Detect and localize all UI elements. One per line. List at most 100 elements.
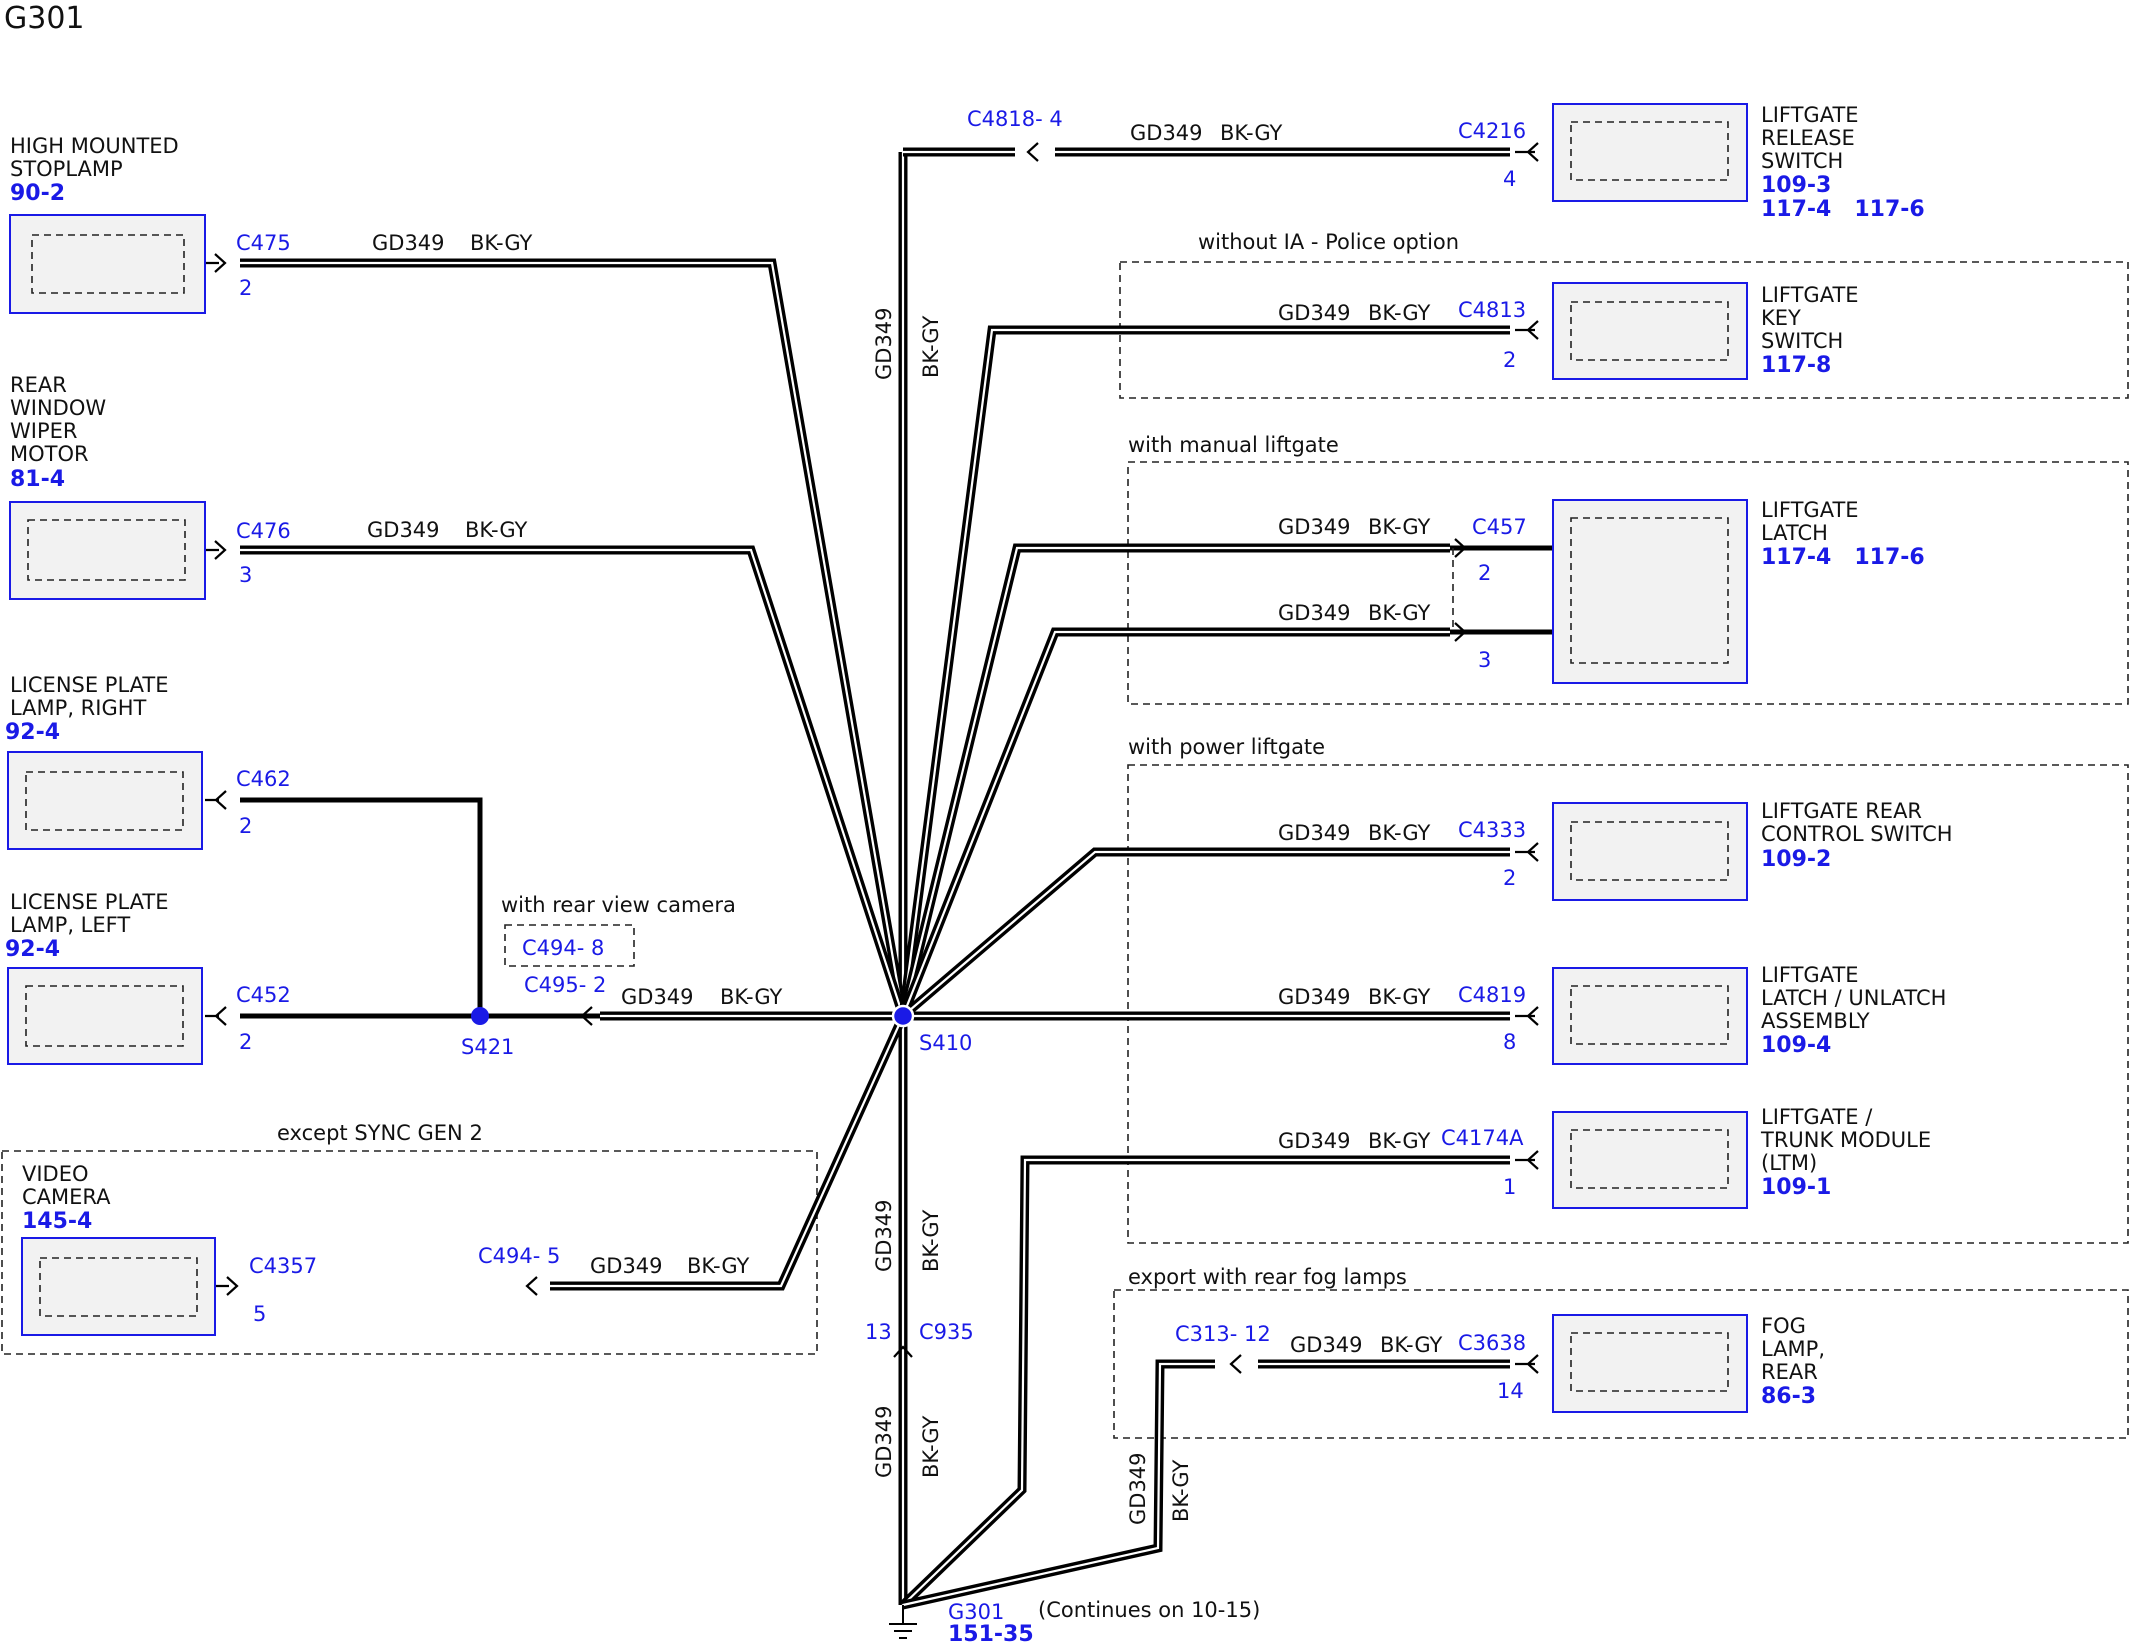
ground-ref: 151-35 <box>948 1622 1034 1642</box>
svg-text:BK-GY: BK-GY <box>919 1415 943 1478</box>
connector-c457: C457 <box>1472 515 1527 539</box>
option-box-except-sync <box>1 1150 818 1355</box>
connector-c494-8: C494- 8 <box>522 936 604 960</box>
svg-text:BK-GY: BK-GY <box>1220 121 1283 145</box>
option-box-export-fog <box>1113 1289 2129 1439</box>
pin-c4819: 8 <box>1503 1030 1516 1054</box>
svg-text:GD349: GD349 <box>872 307 896 380</box>
svg-text:81-4: 81-4 <box>10 467 65 492</box>
svg-text:LIFTGATE: LIFTGATE <box>1761 963 1859 987</box>
svg-text:(LTM): (LTM) <box>1761 1151 1817 1175</box>
svg-text:86-3: 86-3 <box>1761 1384 1816 1409</box>
component-liftgate-trunk-module: LIFTGATE / TRUNK MODULE (LTM) 109-1 <box>1552 1105 1931 1209</box>
svg-text:LAMP, LEFT: LAMP, LEFT <box>10 913 130 937</box>
svg-text:REAR: REAR <box>10 373 67 397</box>
svg-text:117-8: 117-8 <box>1761 353 1831 378</box>
pin-c452: 2 <box>239 1030 252 1054</box>
svg-text:GD349: GD349 <box>1278 601 1351 625</box>
pin-c457-a: 2 <box>1478 561 1491 585</box>
svg-text:BK-GY: BK-GY <box>1368 301 1431 325</box>
svg-text:RELEASE: RELEASE <box>1761 126 1855 150</box>
connector-c4333: C4333 <box>1458 818 1526 842</box>
pin-c476: 3 <box>239 563 252 587</box>
svg-text:WINDOW: WINDOW <box>10 396 106 420</box>
option-label-manual-liftgate: with manual liftgate <box>1128 433 1339 457</box>
connector-c3638: C3638 <box>1458 1331 1526 1355</box>
svg-text:LIFTGATE: LIFTGATE <box>1761 103 1859 127</box>
svg-text:GD349: GD349 <box>590 1254 663 1278</box>
connector-c4357: C4357 <box>249 1254 317 1278</box>
svg-text:LATCH / UNLATCH: LATCH / UNLATCH <box>1761 986 1946 1010</box>
svg-text:BK-GY: BK-GY <box>1169 1459 1193 1522</box>
svg-text:LATCH: LATCH <box>1761 521 1828 545</box>
connector-c476: C476 <box>236 519 291 543</box>
component-rear-window-wiper-motor: REAR WINDOW WIPER MOTOR 81-4 <box>9 373 206 600</box>
option-label-power-liftgate: with power liftgate <box>1128 735 1325 759</box>
pin-c3638: 14 <box>1497 1379 1524 1403</box>
svg-text:GD349: GD349 <box>1278 1129 1351 1153</box>
pin-c4174a: 1 <box>1503 1175 1516 1199</box>
svg-text:TRUNK MODULE: TRUNK MODULE <box>1760 1128 1931 1152</box>
svg-text:KEY: KEY <box>1761 306 1801 330</box>
svg-text:145-4: 145-4 <box>22 1209 92 1234</box>
svg-text:117-4 117-6: 117-4 117-6 <box>1761 197 1925 222</box>
svg-text:WIPER: WIPER <box>10 419 77 443</box>
svg-text:BK-GY: BK-GY <box>1368 821 1431 845</box>
svg-text:GD349: GD349 <box>872 1199 896 1272</box>
pin-c4333: 2 <box>1503 866 1516 890</box>
svg-text:92-4: 92-4 <box>5 937 60 962</box>
svg-text:BK-GY: BK-GY <box>1368 515 1431 539</box>
svg-text:LAMP, RIGHT: LAMP, RIGHT <box>10 696 147 720</box>
svg-text:LIFTGATE REAR: LIFTGATE REAR <box>1761 799 1922 823</box>
svg-text:LIFTGATE /: LIFTGATE / <box>1761 1105 1873 1129</box>
svg-text:BK-GY: BK-GY <box>1368 601 1431 625</box>
splice-s410-label: S410 <box>919 1031 972 1055</box>
splice-s410 <box>891 1004 915 1028</box>
svg-text:LICENSE PLATE: LICENSE PLATE <box>10 890 168 914</box>
splice-s421 <box>471 1007 489 1025</box>
svg-text:SWITCH: SWITCH <box>1761 329 1843 353</box>
svg-text:LIFTGATE: LIFTGATE <box>1761 283 1859 307</box>
svg-text:MOTOR: MOTOR <box>10 442 89 466</box>
component-liftgate-release-switch: LIFTGATE RELEASE SWITCH 109-3 117-4 117-… <box>1552 103 1925 222</box>
component-liftgate-latch: LIFTGATE LATCH 117-4 117-6 <box>1552 498 1925 684</box>
option-label-except-sync: except SYNC GEN 2 <box>277 1121 483 1145</box>
option-box-rear-view-camera <box>504 924 635 967</box>
svg-text:109-1: 109-1 <box>1761 1175 1831 1200</box>
component-liftgate-rear-control-switch: LIFTGATE REAR CONTROL SWITCH 109-2 <box>1552 799 1953 901</box>
svg-text:CAMERA: CAMERA <box>22 1185 111 1209</box>
connector-c4818-4: C4818- 4 <box>967 107 1063 131</box>
diagram-title: G301 <box>4 1 85 36</box>
connector-c462: C462 <box>236 767 291 791</box>
component-video-camera: VIDEO CAMERA 145-4 <box>21 1162 216 1336</box>
svg-text:BK-GY: BK-GY <box>1368 1129 1431 1153</box>
svg-text:92-4: 92-4 <box>5 720 60 745</box>
svg-text:BK-GY: BK-GY <box>687 1254 750 1278</box>
svg-text:GD349: GD349 <box>367 518 440 542</box>
connector-markers <box>205 142 1539 1374</box>
svg-text:GD349: GD349 <box>1278 301 1351 325</box>
wire-harness <box>240 147 1510 1610</box>
option-label-rear-view-camera: with rear view camera <box>501 893 736 917</box>
svg-text:GD349: GD349 <box>872 1405 896 1478</box>
connector-c4174a: C4174A <box>1441 1126 1524 1150</box>
svg-text:LICENSE PLATE: LICENSE PLATE <box>10 673 168 697</box>
ground-note: (Continues on 10-15) <box>1038 1598 1260 1622</box>
connector-c313-12: C313- 12 <box>1175 1322 1271 1346</box>
svg-text:GD349: GD349 <box>1290 1333 1363 1357</box>
option-label-export-fog: export with rear fog lamps <box>1128 1265 1407 1289</box>
svg-text:ASSEMBLY: ASSEMBLY <box>1761 1009 1870 1033</box>
component-high-mounted-stoplamp: HIGH MOUNTED STOPLAMP 90-2 <box>9 134 206 314</box>
svg-text:GD349: GD349 <box>1278 985 1351 1009</box>
svg-text:GD349: GD349 <box>1126 1452 1150 1525</box>
svg-text:109-4: 109-4 <box>1761 1033 1831 1058</box>
wire-label-color: BK-GY <box>470 231 533 255</box>
pin-c4813: 2 <box>1503 348 1516 372</box>
pin-c462: 2 <box>239 814 252 838</box>
svg-text:STOPLAMP: STOPLAMP <box>10 157 123 181</box>
svg-text:GD349: GD349 <box>1278 821 1351 845</box>
ground-label: G301 <box>948 1600 1004 1624</box>
svg-text:BK-GY: BK-GY <box>1368 985 1431 1009</box>
connector-c935: C935 <box>919 1320 974 1344</box>
